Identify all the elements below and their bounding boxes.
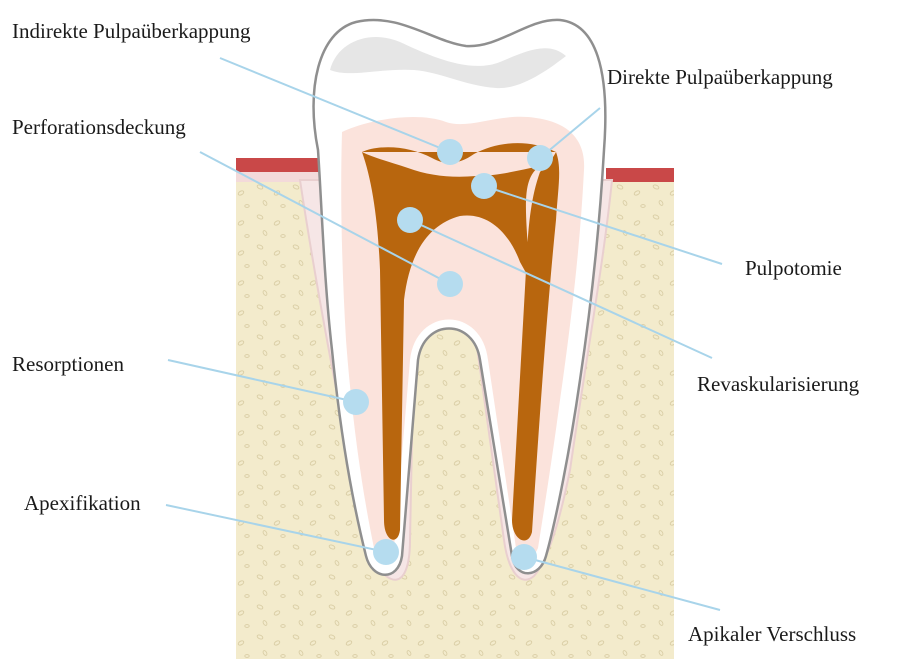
marker-perforation <box>437 271 463 297</box>
label-perforation: Perforationsdeckung <box>12 115 186 139</box>
label-pulpotomie: Pulpotomie <box>745 256 842 280</box>
marker-resorption <box>343 389 369 415</box>
label-direkte: Direkte Pulpaüberkappung <box>607 65 833 89</box>
marker-direkte <box>527 145 553 171</box>
marker-pulpotomie <box>471 173 497 199</box>
gum-right <box>606 168 674 182</box>
gum-left <box>236 158 320 172</box>
label-revask: Revaskularisierung <box>697 372 860 396</box>
marker-apexifikation <box>373 539 399 565</box>
marker-revask <box>397 207 423 233</box>
marker-apikal <box>511 544 537 570</box>
label-apikal: Apikaler Verschluss <box>688 622 856 646</box>
label-indirekte: Indirekte Pulpaüberkappung <box>12 19 251 43</box>
label-resorption: Resorptionen <box>12 352 124 376</box>
label-apexifikation: Apexifikation <box>24 491 141 515</box>
marker-indirekte <box>437 139 463 165</box>
